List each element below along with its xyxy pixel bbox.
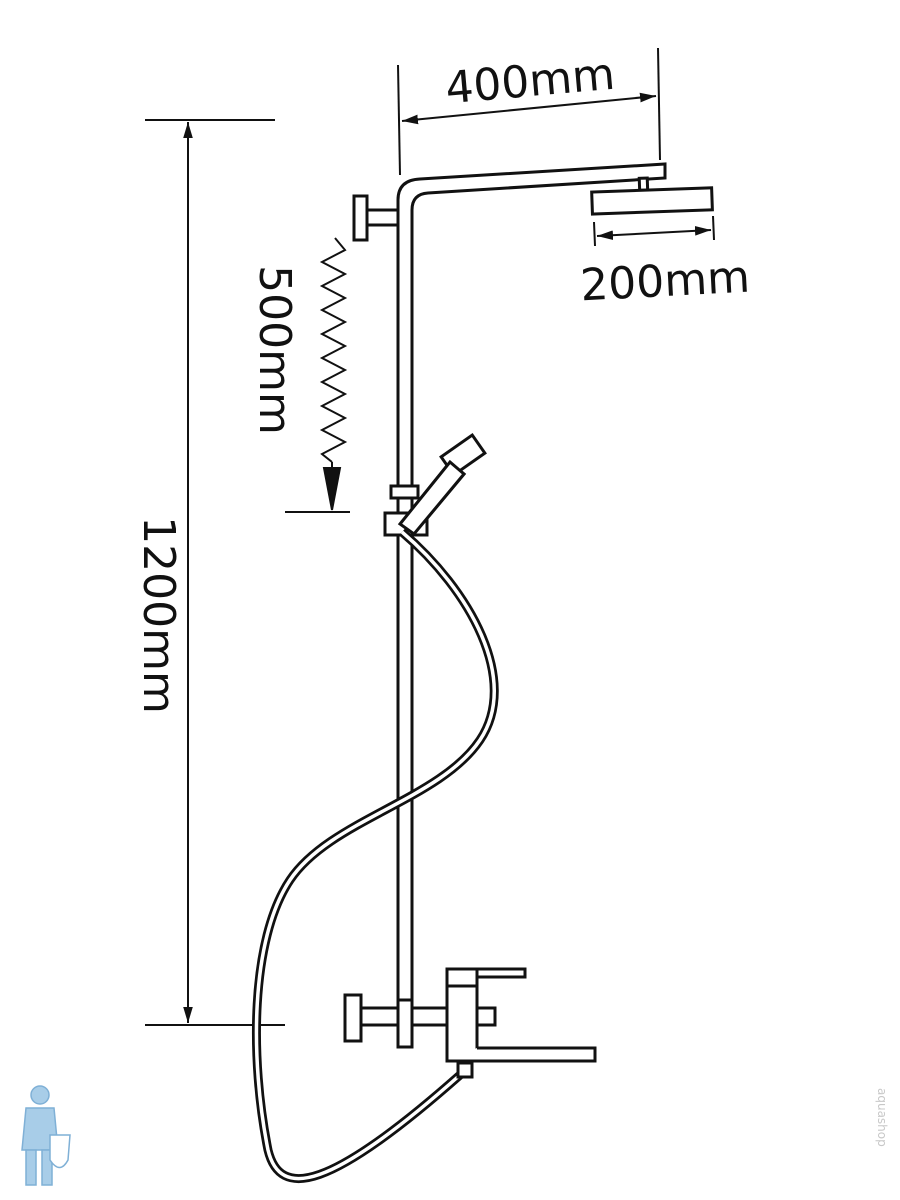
rain-shower-head bbox=[590, 176, 714, 216]
label-200mm: 200mm bbox=[579, 252, 751, 312]
dimension-500mm bbox=[285, 237, 350, 513]
dimension-200mm bbox=[593, 215, 715, 247]
rain-arm bbox=[396, 162, 667, 1047]
shower-hose bbox=[251, 528, 499, 1184]
hand-shower bbox=[383, 433, 487, 537]
top-wall-bracket bbox=[352, 194, 400, 242]
label-500mm: 500mm bbox=[249, 265, 300, 435]
dimension-1200mm bbox=[145, 119, 285, 1026]
watermark: aquashop bbox=[875, 1088, 889, 1147]
label-1200mm: 1200mm bbox=[133, 516, 184, 714]
bath-mixer bbox=[343, 967, 597, 1079]
dimension-400mm bbox=[397, 47, 661, 176]
label-400mm: 400mm bbox=[443, 49, 617, 115]
plumber-logo bbox=[21, 1085, 71, 1186]
